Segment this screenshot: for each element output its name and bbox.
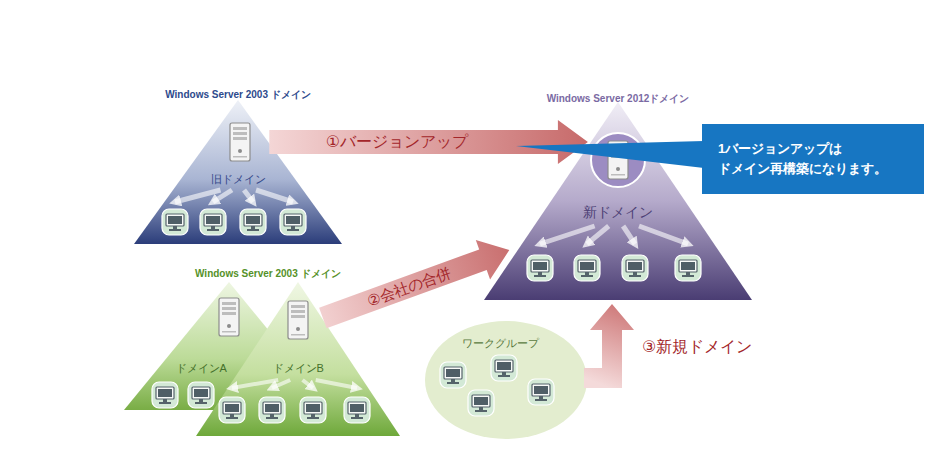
pc-icon	[219, 397, 245, 423]
domain-heading: Windows Server 2003 ドメイン	[195, 268, 341, 279]
domain-name: 旧ドメイン	[211, 173, 266, 185]
flow-arrow	[319, 240, 509, 328]
domain-name: 新ドメイン	[583, 204, 653, 220]
pc-icon	[468, 390, 494, 416]
text-holder: ①バージョンアップ	[326, 132, 468, 153]
pc-icon	[162, 209, 188, 235]
pc-icon	[259, 397, 285, 423]
pc-icon	[622, 255, 648, 281]
pc-icon	[440, 362, 466, 388]
flow-arrow	[584, 304, 634, 388]
server-icon	[288, 301, 308, 339]
arrow-label: ③新規ドメイン	[642, 337, 752, 358]
text-holder: Windows Server 2003 ドメイン	[195, 263, 341, 281]
domain-heading: Windows Server 2003 ドメイン	[165, 89, 311, 100]
text-holder: 旧ドメイン	[211, 169, 266, 187]
text-holder: ワークグループ	[462, 333, 539, 351]
ellipse-outline	[425, 321, 587, 439]
domain-name: ドメインB	[273, 362, 324, 374]
arrow-label: ①バージョンアップ	[326, 132, 468, 153]
pc-icon	[528, 379, 554, 405]
server-icon	[230, 123, 250, 161]
server-icon	[219, 298, 239, 336]
workgroup-name: ワークグループ	[462, 337, 539, 349]
pc-icon	[675, 255, 701, 281]
pc-icon	[574, 255, 600, 281]
pc-icon	[240, 209, 266, 235]
triangle-shape	[484, 88, 752, 300]
text-holder: ③新規ドメイン	[642, 337, 752, 358]
callout-text: 1バージョンアップは ドメイン再構築になります。	[718, 139, 910, 179]
callout-pointer	[516, 141, 704, 168]
pc-icon	[300, 397, 326, 423]
text-holder: Windows Server 2003 ドメイン	[134, 84, 342, 102]
domain-triangle: Windows Server 2012ドメイン新ドメイン	[484, 88, 752, 300]
triangle-outline	[134, 100, 342, 244]
pc-icon	[152, 382, 178, 408]
callout-box: 1バージョンアップは ドメイン再構築になります。	[702, 124, 924, 194]
domain-heading: Windows Server 2012ドメイン	[547, 93, 690, 104]
text-holder: ドメインA	[176, 358, 227, 376]
pc-icon	[280, 209, 306, 235]
pc-icon	[344, 397, 370, 423]
pc-icon	[491, 355, 517, 381]
domain-name: ドメインA	[176, 362, 227, 374]
text-holder: ドメインB	[273, 358, 324, 376]
pc-icon	[188, 382, 214, 408]
flow-arrow	[269, 120, 588, 164]
text-holder: 新ドメイン	[583, 203, 653, 221]
pc-icon	[200, 209, 226, 235]
pc-icon	[527, 255, 553, 281]
text-holder: Windows Server 2012ドメイン	[484, 88, 752, 106]
